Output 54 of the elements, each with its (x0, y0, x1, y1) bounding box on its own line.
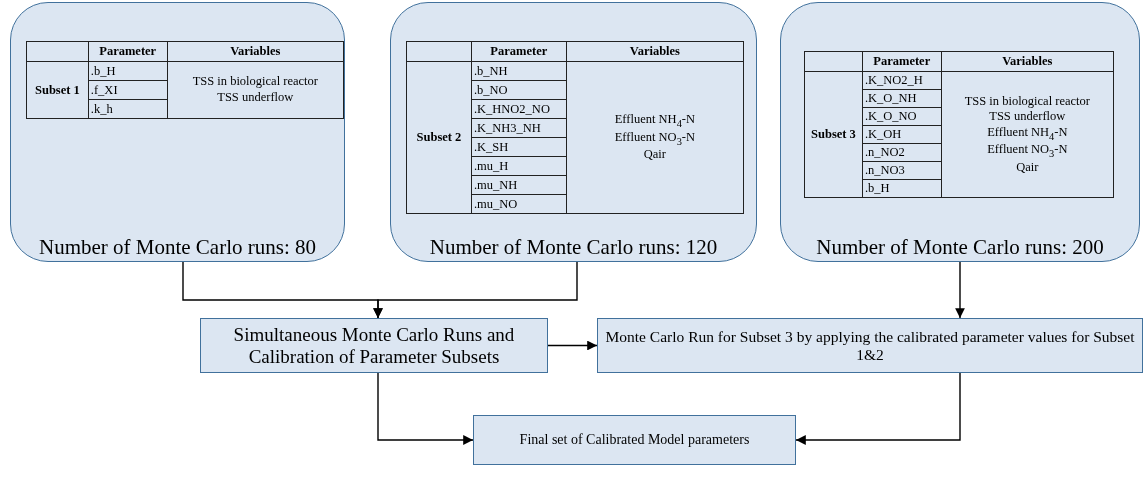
parameter-name: .mu_H (473, 158, 509, 173)
parameter-name: .K_O_NO (864, 109, 917, 124)
parameter-name: .b_NO (473, 82, 508, 97)
rounded-panel (390, 2, 757, 262)
variable-name: Effluent NH$_{4}$-N (613, 112, 697, 130)
parameter-name: .K_HNO2_NO (473, 101, 550, 116)
box-text: Monte Carlo Run for Subset 3 by applying the calibrated parameter values for Subset 1&2 (604, 327, 1136, 364)
column-header: Parameter (873, 54, 931, 69)
arrow (795, 372, 961, 445)
process-box (200, 318, 548, 373)
parameter-name: .n_NO2 (864, 145, 905, 160)
variable-name: TSS underflow (988, 109, 1067, 125)
parameter-name: .b_H (90, 63, 116, 78)
parameter-name: .K_SH (473, 139, 509, 154)
parameter-name: .mu_NH (473, 177, 518, 192)
column-header: Variables (629, 44, 680, 59)
variable-name: TSS in biological reactor (191, 74, 319, 90)
variable-name: Effluent NO$_{3}$-N (613, 129, 697, 148)
parameter-name: .K_NO2_H (864, 73, 923, 88)
parameter-name: .K_OH (864, 127, 902, 142)
row-header: Subset 2 (416, 130, 462, 145)
variable-name: TSS in biological reactor (963, 93, 1091, 110)
variable-name: Effluent NO$_{3}$-N (986, 142, 1069, 160)
parameter-name: .k_h (90, 101, 113, 116)
parameter-name: .b_NH (473, 63, 508, 78)
process-box (597, 318, 1143, 373)
column-header: Variables (1002, 54, 1053, 69)
arrow (373, 261, 578, 319)
box-text: Simultaneous Monte Carlo Runs and Calibration of Parameter Subsets (232, 323, 516, 368)
parameter-name: .mu_NO (473, 196, 518, 211)
row-header: Subset 3 (811, 127, 856, 142)
row-header: Subset 1 (35, 82, 80, 97)
variable-name: Qair (642, 147, 667, 163)
parameter-name: .f_XI (90, 82, 118, 97)
box-text: Final set of Calibrated Model parameters (519, 432, 750, 448)
box-text: Number of Monte Carlo runs: 80 (38, 235, 316, 260)
column-header: Variables (230, 44, 281, 59)
parameter-name: .K_O_NH (864, 91, 917, 106)
arrow (547, 340, 598, 351)
parameter-name: .n_NO3 (864, 163, 905, 178)
rounded-panel (780, 2, 1140, 262)
process-box (473, 415, 796, 465)
variable-name: Effluent NH$_{4}$-N (986, 124, 1069, 143)
parameter-name: .K_NH3_NH (473, 120, 541, 135)
column-header: Parameter (490, 44, 548, 59)
variable-name: Qair (1015, 159, 1040, 176)
parameter-name: .b_H (864, 181, 890, 196)
box-text: Number of Monte Carlo runs: 200 (816, 235, 1104, 260)
variable-name: TSS underflow (216, 90, 295, 106)
arrow (955, 261, 965, 319)
rounded-panel (10, 2, 345, 262)
arrow (377, 372, 474, 445)
box-text: Number of Monte Carlo runs: 120 (429, 235, 718, 260)
column-header: Parameter (99, 44, 157, 59)
